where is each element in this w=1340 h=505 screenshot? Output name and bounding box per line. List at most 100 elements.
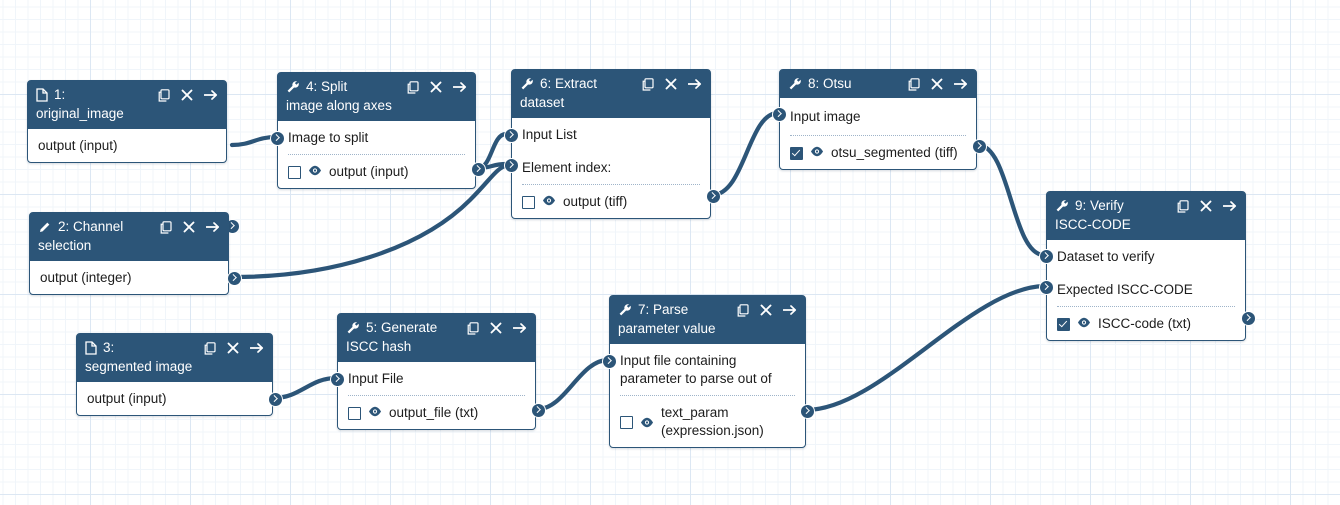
close-icon[interactable] <box>227 342 239 354</box>
arrow-right-icon[interactable] <box>250 342 264 354</box>
output-checkbox[interactable] <box>620 415 633 429</box>
node-9-expected-row[interactable]: Expected ISCC-CODE <box>1047 273 1245 306</box>
node-8[interactable]: 8: Otsu Input image <box>772 69 987 170</box>
arrow-right-icon[interactable] <box>688 78 702 90</box>
node-1[interactable]: 1: original_image output (inpu <box>27 80 240 234</box>
output-label: otsu_segmented (tiff) <box>831 145 958 160</box>
arrow-right-icon[interactable] <box>206 221 220 233</box>
node-5-output-port[interactable] <box>531 403 546 418</box>
node-8-header[interactable]: 8: Otsu <box>780 70 976 98</box>
node-7-header[interactable]: 7: Parse parameter value <box>610 296 805 344</box>
close-icon[interactable] <box>490 322 502 334</box>
close-icon[interactable] <box>181 89 193 101</box>
eye-icon[interactable] <box>308 165 322 176</box>
duplicate-icon[interactable] <box>737 303 749 317</box>
node-3[interactable]: 3: segmented image output (inp <box>76 333 283 416</box>
node-5[interactable]: 5: Generate ISCC hash Input Fi <box>330 313 546 430</box>
output-checkbox[interactable] <box>1057 318 1070 331</box>
node-7-input-row[interactable]: Input file containing parameter to parse… <box>610 344 805 395</box>
close-icon[interactable] <box>760 304 772 316</box>
duplicate-icon[interactable] <box>204 341 216 355</box>
node-7-output-port[interactable] <box>800 404 815 419</box>
node-3-output-port[interactable] <box>268 392 283 407</box>
node-6-input-list-port[interactable] <box>504 128 519 143</box>
duplicate-icon[interactable] <box>407 80 419 94</box>
eye-icon[interactable] <box>368 406 382 417</box>
output-label: output (input) <box>329 164 409 179</box>
node-4-output-port[interactable] <box>471 162 486 177</box>
node-4-input-port[interactable] <box>270 131 285 146</box>
node-6-element-index-row[interactable]: Element index: <box>512 151 710 184</box>
node-8-output-port[interactable] <box>972 139 987 154</box>
node-8-output-row[interactable]: otsu_segmented (tiff) <box>780 136 976 169</box>
duplicate-icon[interactable] <box>158 88 170 102</box>
node-7-input-port[interactable] <box>602 354 617 369</box>
node-4-subtitle: image along axes <box>286 98 392 113</box>
node-9-output-port[interactable] <box>1241 311 1256 326</box>
close-icon[interactable] <box>183 221 195 233</box>
node-1-output-row[interactable]: output (input) <box>28 129 226 162</box>
arrow-right-icon[interactable] <box>513 322 527 334</box>
output-label: ISCC-code (txt) <box>1098 316 1192 331</box>
node-2[interactable]: 2: Channel selection output (i <box>29 212 242 295</box>
arrow-right-icon[interactable] <box>783 304 797 316</box>
eye-icon[interactable] <box>1077 317 1091 328</box>
node-8-input-row[interactable]: Input image <box>780 98 976 135</box>
node-6-output-row[interactable]: output (tiff) <box>512 185 710 218</box>
node-4-header[interactable]: 4: Split image along axes <box>278 73 475 121</box>
node-4-output-row[interactable]: output (input) <box>278 155 475 188</box>
arrow-right-icon[interactable] <box>453 81 467 93</box>
close-icon[interactable] <box>931 78 943 90</box>
node-5-header[interactable]: 5: Generate ISCC hash <box>338 314 535 362</box>
duplicate-icon[interactable] <box>1177 199 1189 213</box>
edge-6-to-8 <box>709 110 781 198</box>
node-5-output-row[interactable]: output_file (txt) <box>338 396 535 429</box>
close-icon[interactable] <box>1200 200 1212 212</box>
node-6-element-index-port[interactable] <box>504 158 519 173</box>
wrench-icon <box>1056 199 1068 212</box>
output-checkbox[interactable] <box>522 196 535 209</box>
node-2-output-row[interactable]: output (integer) <box>30 261 228 294</box>
arrow-right-icon[interactable] <box>1223 200 1237 212</box>
node-7[interactable]: 7: Parse parameter value Input <box>602 295 815 448</box>
duplicate-icon[interactable] <box>160 220 172 234</box>
node-5-input-row[interactable]: Input File <box>338 362 535 395</box>
eye-icon[interactable] <box>542 195 556 206</box>
node-9[interactable]: 9: Verify ISCC-CODE Dataset to <box>1039 191 1256 341</box>
document-icon <box>85 341 97 355</box>
node-1-header[interactable]: 1: original_image <box>28 81 226 129</box>
node-9-dataset-port[interactable] <box>1039 249 1054 264</box>
node-8-input-port[interactable] <box>772 107 787 122</box>
output-checkbox[interactable] <box>288 166 301 179</box>
output-checkbox[interactable] <box>348 407 361 420</box>
duplicate-icon[interactable] <box>467 321 479 335</box>
node-6-input-list-row[interactable]: Input List <box>512 118 710 151</box>
arrow-right-icon[interactable] <box>954 78 968 90</box>
close-icon[interactable] <box>665 78 677 90</box>
duplicate-icon[interactable] <box>908 77 920 91</box>
node-6-header[interactable]: 6: Extract dataset <box>512 70 710 118</box>
output-checkbox[interactable] <box>790 147 803 160</box>
node-9-output-row[interactable]: ISCC-code (txt) <box>1047 307 1245 340</box>
node-9-header[interactable]: 9: Verify ISCC-CODE <box>1047 192 1245 240</box>
node-9-dataset-row[interactable]: Dataset to verify <box>1047 240 1245 273</box>
node-5-input-port[interactable] <box>330 372 345 387</box>
node-9-expected-port[interactable] <box>1039 280 1054 295</box>
node-7-output-row[interactable]: text_param (expression.json) <box>610 396 805 447</box>
node-2-header[interactable]: 2: Channel selection <box>30 213 228 261</box>
node-8-body: Input image otsu_segmented (tiff) <box>780 98 976 169</box>
close-icon[interactable] <box>430 81 442 93</box>
eye-icon[interactable] <box>810 146 824 157</box>
arrow-right-icon[interactable] <box>204 89 218 101</box>
node-6[interactable]: 6: Extract dataset Input List <box>504 69 721 219</box>
node-2-output-port[interactable] <box>227 271 242 286</box>
duplicate-icon[interactable] <box>642 77 654 91</box>
node-3-output-row[interactable]: output (input) <box>77 382 272 415</box>
node-5-title: 5: Generate <box>366 320 438 335</box>
node-4[interactable]: 4: Split image along axes Imag <box>270 72 486 189</box>
eye-icon[interactable] <box>640 417 654 428</box>
node-6-output-port[interactable] <box>706 189 721 204</box>
node-3-header[interactable]: 3: segmented image <box>77 334 272 382</box>
node-4-input-row[interactable]: Image to split <box>278 121 475 154</box>
